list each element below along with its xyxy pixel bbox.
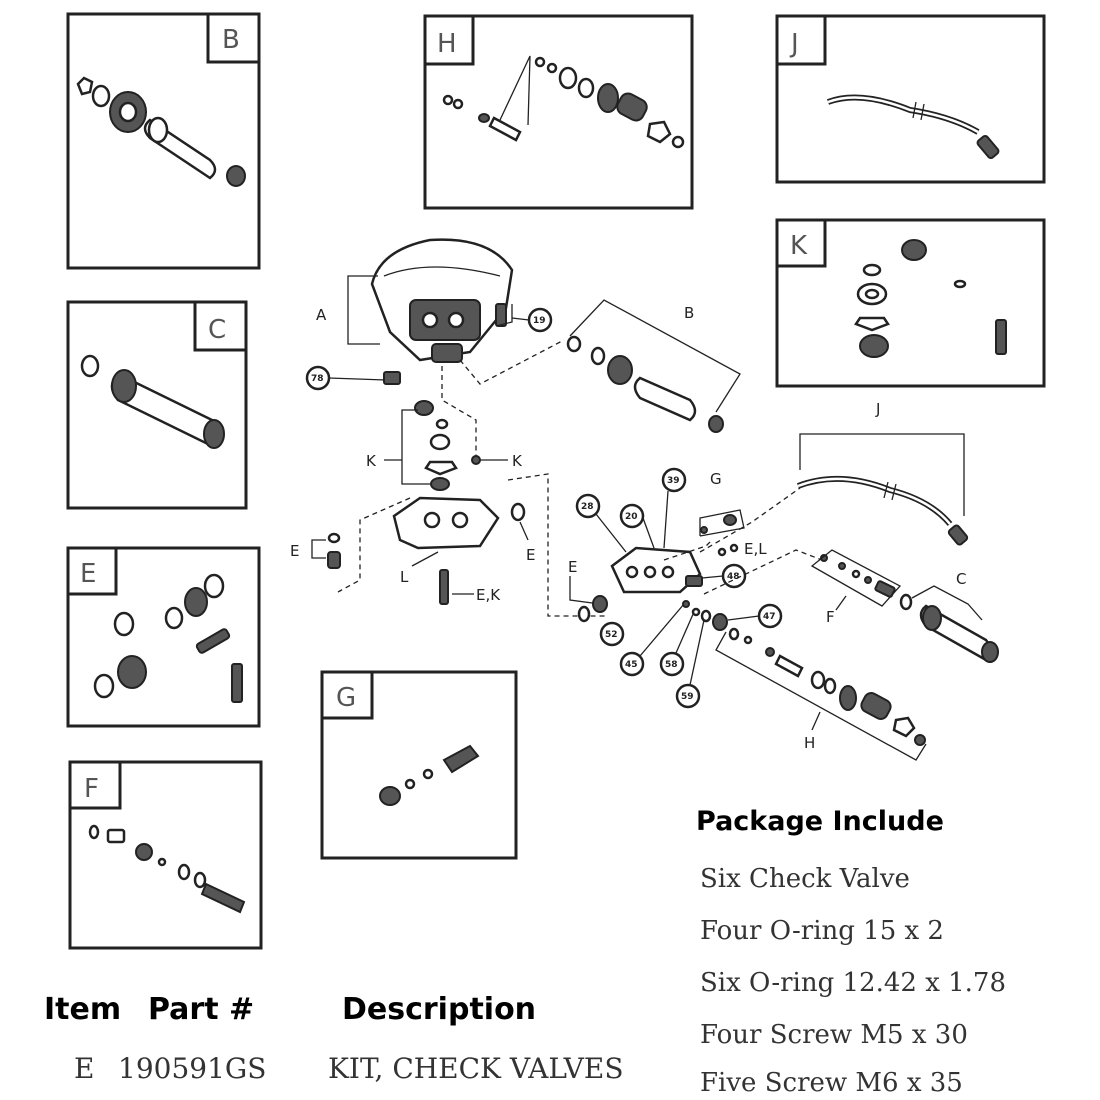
- panel-k-label: K: [790, 231, 808, 261]
- panel-c-label: C: [208, 315, 226, 345]
- package-title: Package Include: [696, 806, 944, 837]
- bubble-47: 47: [763, 612, 776, 622]
- bubble-39: 39: [667, 476, 680, 486]
- panel-j-label: J: [789, 29, 799, 59]
- row-description: KIT, CHECK VALVES: [328, 1052, 624, 1085]
- callout-k-left: K: [366, 452, 377, 470]
- panel-b: B: [66, 12, 261, 270]
- callout-b: B: [684, 304, 694, 322]
- bubble-45: 45: [625, 660, 638, 670]
- panel-j: J: [775, 14, 1046, 184]
- row-part-number: 190591GS: [118, 1052, 267, 1085]
- panel-f-label: F: [84, 774, 99, 804]
- package-item: Six Check Valve: [700, 864, 910, 894]
- panel-e: E: [66, 546, 261, 728]
- panel-c: C: [66, 300, 248, 510]
- callout-l: L: [400, 568, 409, 586]
- callout-e-left: E: [290, 542, 299, 560]
- bubble-20: 20: [625, 512, 638, 522]
- callout-e-right: E: [568, 558, 577, 576]
- callout-c: C: [956, 570, 966, 588]
- panel-h-label: H: [437, 29, 457, 59]
- header-part-number: Part #: [148, 992, 255, 1027]
- callout-a: A: [316, 306, 327, 324]
- bubble-58: 58: [665, 660, 678, 670]
- callout-j: J: [875, 400, 880, 418]
- callout-f: F: [826, 608, 835, 626]
- package-item: Four Screw M5 x 30: [700, 1020, 968, 1050]
- panel-f: F: [68, 760, 263, 950]
- bubble-28: 28: [581, 502, 594, 512]
- bubble-48: 48: [727, 572, 740, 582]
- bubble-19: 19: [533, 316, 546, 326]
- bubble-78: 78: [311, 374, 324, 384]
- callout-k-right: K: [512, 452, 523, 470]
- panel-k: K: [775, 218, 1046, 388]
- callout-h: H: [804, 734, 815, 752]
- main-assembly: A 19 78 B K K: [290, 238, 999, 761]
- callout-e-l: E,L: [744, 540, 767, 558]
- package-item: Five Screw M6 x 35: [700, 1068, 963, 1098]
- panel-b-label: B: [222, 25, 240, 55]
- header-item: Item: [44, 992, 122, 1027]
- panel-e-label: E: [80, 559, 96, 589]
- panel-h: H: [423, 14, 694, 210]
- callout-g: G: [710, 470, 722, 488]
- bubble-52: 52: [605, 630, 618, 640]
- panel-g-label: G: [336, 683, 356, 713]
- callout-e-k: E,K: [476, 586, 501, 604]
- row-item: E: [74, 1052, 95, 1085]
- panel-g: G: [320, 670, 518, 860]
- bubble-59: 59: [681, 692, 694, 702]
- package-item: Four O-ring 15 x 2: [700, 916, 944, 946]
- header-description: Description: [342, 992, 537, 1027]
- package-item: Six O-ring 12.42 x 1.78: [700, 968, 1007, 998]
- callout-e-mid: E: [526, 546, 535, 564]
